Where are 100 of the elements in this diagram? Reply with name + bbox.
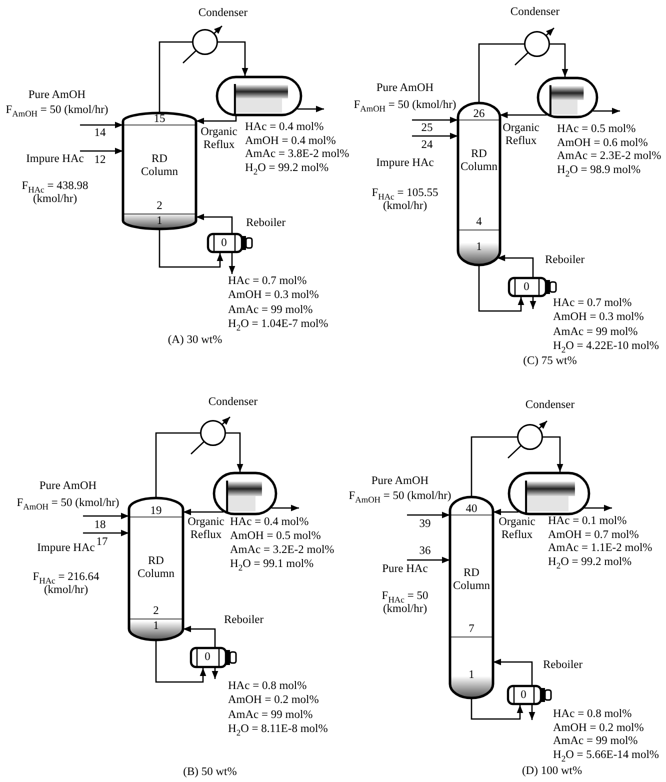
- stage-number: 12: [94, 154, 106, 167]
- flow-rate-text: F$_{AmOH}$ = 50 (kmol/hr): [354, 99, 456, 112]
- reboiler: [507, 685, 552, 705]
- stage-number: 25: [421, 122, 433, 135]
- flow-line: [550, 43, 568, 77]
- flow-line: [412, 132, 458, 140]
- equipment-label: Reboiler: [224, 614, 264, 627]
- equipment-label: Reboiler: [545, 254, 585, 267]
- stage-number: 4: [476, 216, 482, 229]
- feed-label: Impure HAc: [376, 157, 434, 170]
- flow-line: [183, 508, 224, 516]
- reflux-drum: [216, 76, 302, 116]
- composition-text: AmAc = 3.2E-2 mol%: [230, 544, 334, 557]
- reboiler: [190, 647, 237, 668]
- composition-text: AmOH = 0.6 mol%: [557, 136, 648, 150]
- stage-number: 1: [468, 669, 474, 682]
- distillation-column: [123, 113, 196, 229]
- reboiler-stage-number: 0: [204, 651, 210, 664]
- stage-number: 39: [419, 518, 431, 531]
- feed-label: Impure HAc: [37, 542, 95, 555]
- composition-text: AmOH = 0.5 mol%: [230, 530, 321, 543]
- flow-line: [158, 41, 192, 113]
- flow-line: [196, 116, 237, 124]
- reboiler: [508, 277, 557, 297]
- flow-line: [407, 556, 450, 564]
- flow-line: [80, 148, 123, 154]
- flow-line: [493, 508, 518, 516]
- flow-rate-text: F$_{HAc}$ = 50 (kmol/hr): [380, 590, 430, 616]
- stage-number: 2: [156, 200, 162, 213]
- flow-line: [584, 504, 612, 512]
- reboiler-stage-number: 0: [524, 280, 530, 294]
- composition-text: HAc = 0.4 mol%: [230, 516, 309, 529]
- flow-line: [407, 512, 450, 518]
- flow-line: [592, 108, 620, 114]
- equipment-label: Condenser: [208, 396, 258, 409]
- panel-caption: (C) 75 wt%: [523, 355, 577, 368]
- flow-line: [493, 658, 533, 685]
- flow-line: [83, 512, 129, 520]
- flow-line: [470, 698, 524, 720]
- column-label: RD Column: [140, 153, 178, 179]
- equipment-label: Condenser: [510, 6, 560, 19]
- feed-label: Pure HAc: [382, 563, 428, 576]
- flow-line: [530, 297, 536, 309]
- condenser-circle: [517, 424, 543, 450]
- feed-label: Impure HAc: [26, 153, 84, 166]
- composition-text: AmAc = 99 mol%: [553, 326, 638, 339]
- flow-line: [183, 626, 216, 647]
- composition-text: H$_{2}$O = 1.04E-7 mol%: [228, 318, 328, 331]
- stage-number: 24: [421, 139, 433, 152]
- flow-line: [271, 504, 299, 512]
- flow-line: [212, 668, 218, 679]
- composition-text: H$_{2}$O = 98.9 mol%: [557, 164, 641, 176]
- equipment-label: Reboiler: [543, 659, 583, 672]
- flow-line: [155, 432, 200, 498]
- flow-line: [497, 254, 534, 277]
- composition-text: HAc = 0.4 mol%: [245, 121, 324, 134]
- condenser-circle: [192, 29, 218, 55]
- flow-rate-text: F$_{HAc}$ = 105.55 (kmol/hr): [370, 187, 440, 213]
- feed-label: Pure AmOH: [371, 475, 429, 488]
- reboiler-stage-number: 0: [221, 236, 227, 250]
- flow-line: [228, 253, 236, 274]
- reboiler: [207, 233, 253, 253]
- flow-rate-text: F$_{AmOH}$ = 50 (kmol/hr): [348, 490, 452, 503]
- stage-number: 1: [476, 241, 482, 254]
- panel-caption: (A) 30 wt%: [168, 334, 222, 347]
- reboiler-stage-number: 0: [520, 688, 526, 702]
- column-label: RD Column: [460, 148, 498, 174]
- stage-number: 26: [473, 108, 485, 121]
- condenser-circle: [200, 420, 226, 446]
- flow-line: [470, 436, 517, 497]
- equipment-label: Reboiler: [246, 217, 286, 230]
- panel-caption: (B) 50 wt%: [183, 766, 237, 779]
- composition-text: AmOH = 0.2 mol%: [228, 694, 319, 708]
- stage-number: 14: [94, 127, 106, 140]
- stage-number: 36: [419, 545, 431, 558]
- flow-line: [543, 436, 564, 472]
- stage-number: 15: [154, 113, 166, 126]
- flow-line: [80, 122, 123, 128]
- reflux-drum: [537, 77, 598, 118]
- distillation-column: [458, 103, 500, 265]
- composition-text: H$_{2}$O = 4.22E-10 mol%: [553, 340, 659, 353]
- condenser-circle: [524, 31, 550, 57]
- distillation-column: [129, 498, 183, 640]
- stage-number: 2: [153, 605, 159, 618]
- composition-text: AmAc = 99 mol%: [228, 708, 313, 722]
- feed-label: Pure AmOH: [39, 480, 97, 493]
- flow-rate-text: F$_{AmOH}$ = 50 (kmol/hr): [6, 104, 108, 117]
- composition-text: AmAc = 99 mol%: [553, 735, 638, 748]
- composition-text: HAc = 0.5 mol%: [557, 123, 636, 136]
- composition-text: H$_{2}$O = 99.2 mol%: [548, 556, 632, 570]
- composition-text: H$_{2}$O = 8.11E-8 mol%: [228, 722, 328, 736]
- composition-text: AmAc = 2.3E-2 mol%: [557, 150, 662, 163]
- flow-rate-text: F$_{AmOH}$ = 50 (kmol/hr): [16, 497, 120, 510]
- composition-text: H$_{2}$O = 99.2 mol%: [245, 162, 329, 176]
- flow-line: [478, 43, 524, 103]
- composition-text: AmOH = 0.2 mol%: [553, 722, 644, 735]
- distillation-column: [450, 497, 493, 698]
- flow-rate-text: F$_{HAc}$ = 216.64 (kmol/hr): [32, 571, 100, 597]
- flow-rate-text: F$_{HAc}$ = 438.98 (kmol/hr): [20, 180, 90, 206]
- feed-label: Pure AmOH: [28, 89, 86, 102]
